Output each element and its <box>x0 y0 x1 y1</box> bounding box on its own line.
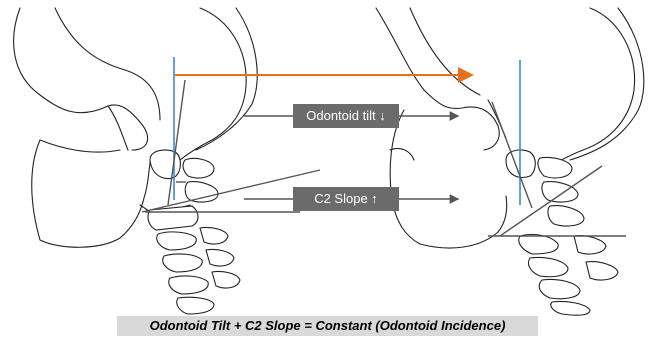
left-cervical-spine <box>148 150 240 314</box>
equation-caption: Odontoid Tilt + C2 Slope = Constant (Odo… <box>117 316 538 336</box>
right-skull-outline <box>376 8 644 248</box>
right-cervical-spine <box>506 150 618 315</box>
left-odontoid-axis <box>168 80 185 205</box>
odontoid-tilt-label: Odontoid tilt ↓ <box>293 104 399 128</box>
c2-slope-label: C2 Slope ↑ <box>293 187 399 211</box>
